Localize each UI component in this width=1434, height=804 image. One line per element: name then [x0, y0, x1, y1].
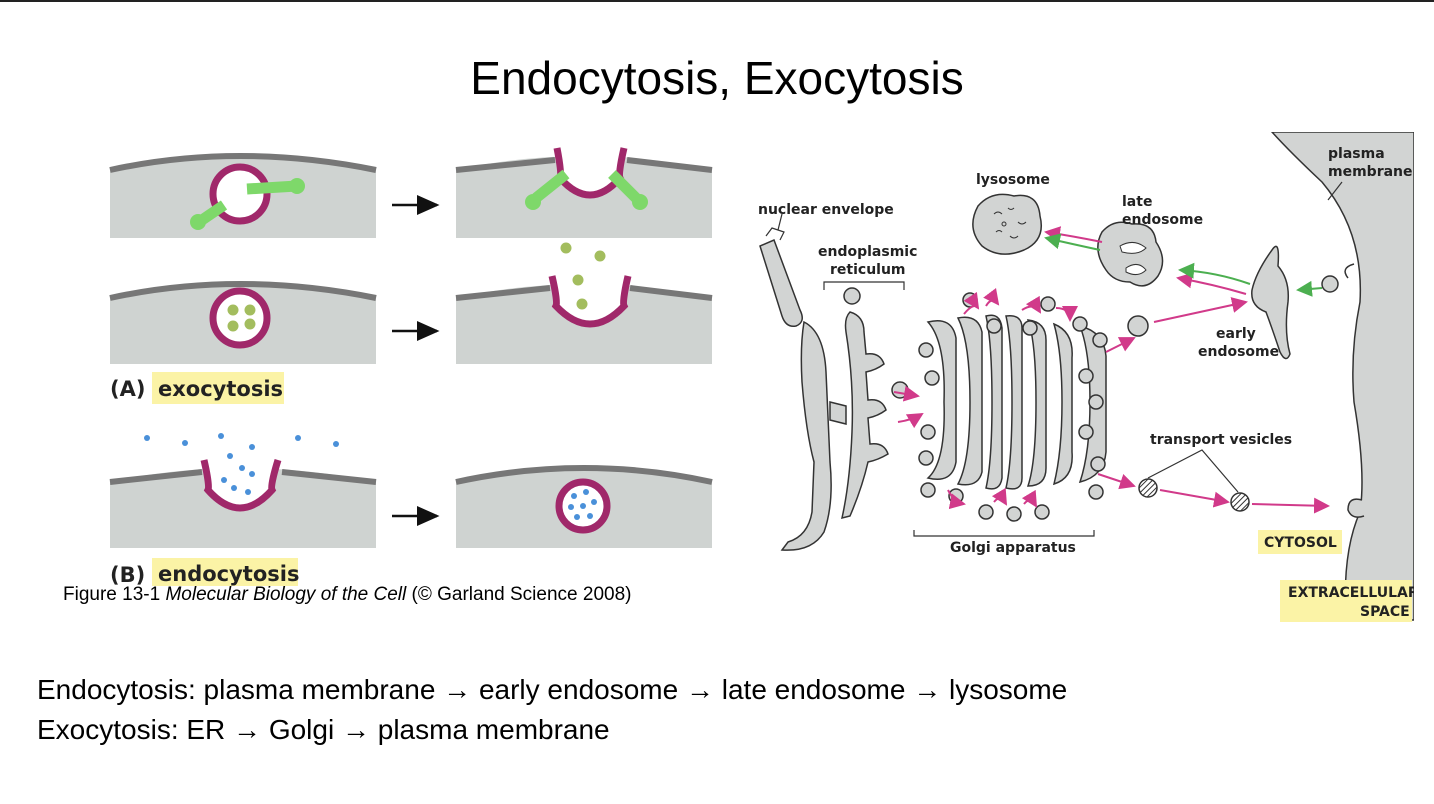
exo-endocytosis-panels: (A) exocytosis (B) endocytosis: [109, 147, 713, 587]
transport-vesicle: [1138, 478, 1158, 498]
plasma-membrane-leader: [1327, 181, 1343, 201]
label-early-endosome-line2: endosome: [1198, 344, 1279, 360]
nuclear-envelope: [759, 239, 803, 328]
label-cytosol: CYTOSOL: [1264, 535, 1337, 551]
early-endosome: [1251, 245, 1291, 360]
er-vesicle: [891, 381, 909, 399]
nuclear-envelope-bracket: [765, 227, 785, 241]
nuclear-envelope-leader: [777, 213, 783, 231]
label-late-endosome-line2: endosome: [1122, 212, 1203, 228]
er-cisterna: [841, 311, 889, 520]
summary-endocytosis: Endocytosis: plasma membrane → early end…: [37, 674, 1068, 705]
endocytosis-before: [109, 433, 377, 548]
late-endosome-lumen: [1119, 242, 1147, 254]
transport-vesicles-leader: [1147, 449, 1239, 493]
label-early-endosome-line1: early: [1216, 326, 1256, 342]
golgi-stack: [926, 314, 1107, 490]
transport-arrows-magenta: [893, 226, 1330, 514]
caption-figure-number: Figure 13-1: [63, 584, 161, 605]
exocytosis-cargo-before: [109, 281, 377, 364]
top-border-line: [0, 0, 1434, 2]
membrane-trafficking-diagram: nuclear envelope endoplasmic reticulum l…: [758, 132, 1414, 622]
exocytosis-receptor-before: [109, 153, 377, 238]
panel-a-letter: (A): [110, 377, 145, 401]
lysosome-contents: [993, 207, 1027, 239]
label-golgi: Golgi apparatus: [950, 540, 1076, 556]
figure-caption: Figure 13-1 Molecular Biology of the Cel…: [63, 584, 631, 606]
label-er-line2: reticulum: [830, 262, 906, 278]
panel-b-letter: (B): [110, 563, 145, 587]
exocytosis-fusion-site: [1347, 498, 1365, 518]
label-extracellular-line1: EXTRACELLULAR: [1288, 585, 1414, 601]
label-late-endosome-line1: late: [1122, 194, 1152, 210]
caption-credit: (© Garland Science 2008): [411, 584, 632, 605]
panel-b-highlight: [152, 558, 298, 586]
transport-arrows-green: [1044, 233, 1323, 297]
er-vesicle: [843, 287, 861, 305]
exocytosis-cargo-after: [455, 242, 713, 364]
endocytic-vesicle: [1321, 275, 1339, 293]
caption-book-title: Molecular Biology of the Cell: [165, 584, 407, 605]
panel-a-highlight: [152, 372, 284, 404]
late-endosome: [1097, 221, 1164, 287]
slide-title: Endocytosis, Exocytosis: [470, 52, 964, 104]
extracellular-space: [1270, 132, 1414, 621]
endocytosis-after: [455, 465, 713, 548]
panel-b-label: endocytosis: [158, 562, 299, 586]
label-plasma-membrane-line2: membrane: [1328, 164, 1413, 180]
lysosome: [972, 193, 1042, 255]
label-nuclear-envelope: nuclear envelope: [758, 202, 894, 218]
er-bracket: [823, 281, 905, 290]
label-er-line1: endoplasmic: [818, 244, 917, 260]
panel-a-label: exocytosis: [158, 377, 283, 401]
golgi-vesicles: [918, 292, 1108, 522]
exocytosis-receptor-after: [455, 147, 713, 238]
plasma-membrane-bud: [1344, 263, 1355, 279]
label-transport-vesicles: transport vesicles: [1150, 432, 1292, 448]
label-plasma-membrane-line1: plasma: [1328, 146, 1385, 162]
late-endosome-lumen: [1125, 264, 1147, 276]
summary-text: Endocytosis: plasma membrane → early end…: [37, 670, 1067, 750]
transport-vesicle: [1230, 492, 1250, 512]
extracellular-highlight: [1280, 580, 1412, 622]
label-extracellular-line2: SPACE: [1360, 604, 1410, 620]
summary-exocytosis: Exocytosis: ER → Golgi → plasma membrane: [37, 714, 610, 745]
endoplasmic-reticulum: [780, 320, 832, 551]
er-branch: [829, 401, 847, 425]
label-lysosome: lysosome: [976, 172, 1050, 188]
vesicle-to-endosome: [1127, 315, 1149, 337]
cytosol-highlight: [1258, 530, 1342, 554]
golgi-bracket: [913, 530, 1095, 537]
